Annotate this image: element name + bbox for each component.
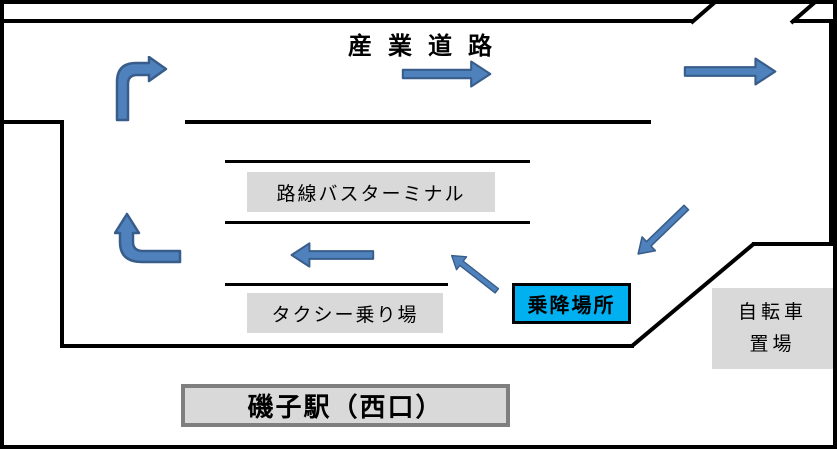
road-upper-edge-line	[4, 19, 693, 23]
arrow-right-exit-icon	[675, 56, 786, 87]
left-notch-edge-line	[4, 120, 64, 124]
station-name-label: 磯子駅（西口）	[181, 384, 510, 427]
bicycle-parking-label-line2: 置場	[749, 333, 796, 355]
bus-island-top-line	[225, 160, 530, 163]
road-upper-edge-line-right	[792, 19, 833, 23]
bicycle-parking-label-line1: 自転車	[737, 302, 807, 324]
road-lower-edge-line	[185, 120, 651, 124]
arrow-down-left-entry-icon	[628, 198, 695, 264]
bicycle-parking-label: 自転車 置場	[712, 288, 833, 369]
right-entrance-edge-line	[752, 242, 833, 246]
arrow-right-road-icon	[392, 59, 502, 89]
boarding-point-label: 乗降場所	[512, 283, 631, 324]
terminal-left-edge-line	[60, 121, 64, 348]
taxi-island-top-line	[225, 283, 448, 286]
road-name-label: 産業道路	[348, 33, 508, 60]
arrow-turn-left-up-icon	[114, 212, 182, 264]
arrow-up-left-from-boarding-icon	[444, 246, 505, 300]
terminal-bottom-edge-line	[62, 344, 634, 348]
right-side-edge-line	[829, 20, 833, 246]
arrow-turn-up-right-icon	[114, 56, 168, 122]
arrow-left-lane-icon	[289, 241, 375, 269]
bus-terminal-label: 路線バスターミナル	[247, 172, 495, 212]
bus-island-bottom-line	[225, 221, 530, 224]
taxi-stand-label: タクシー乗り場	[247, 293, 443, 333]
